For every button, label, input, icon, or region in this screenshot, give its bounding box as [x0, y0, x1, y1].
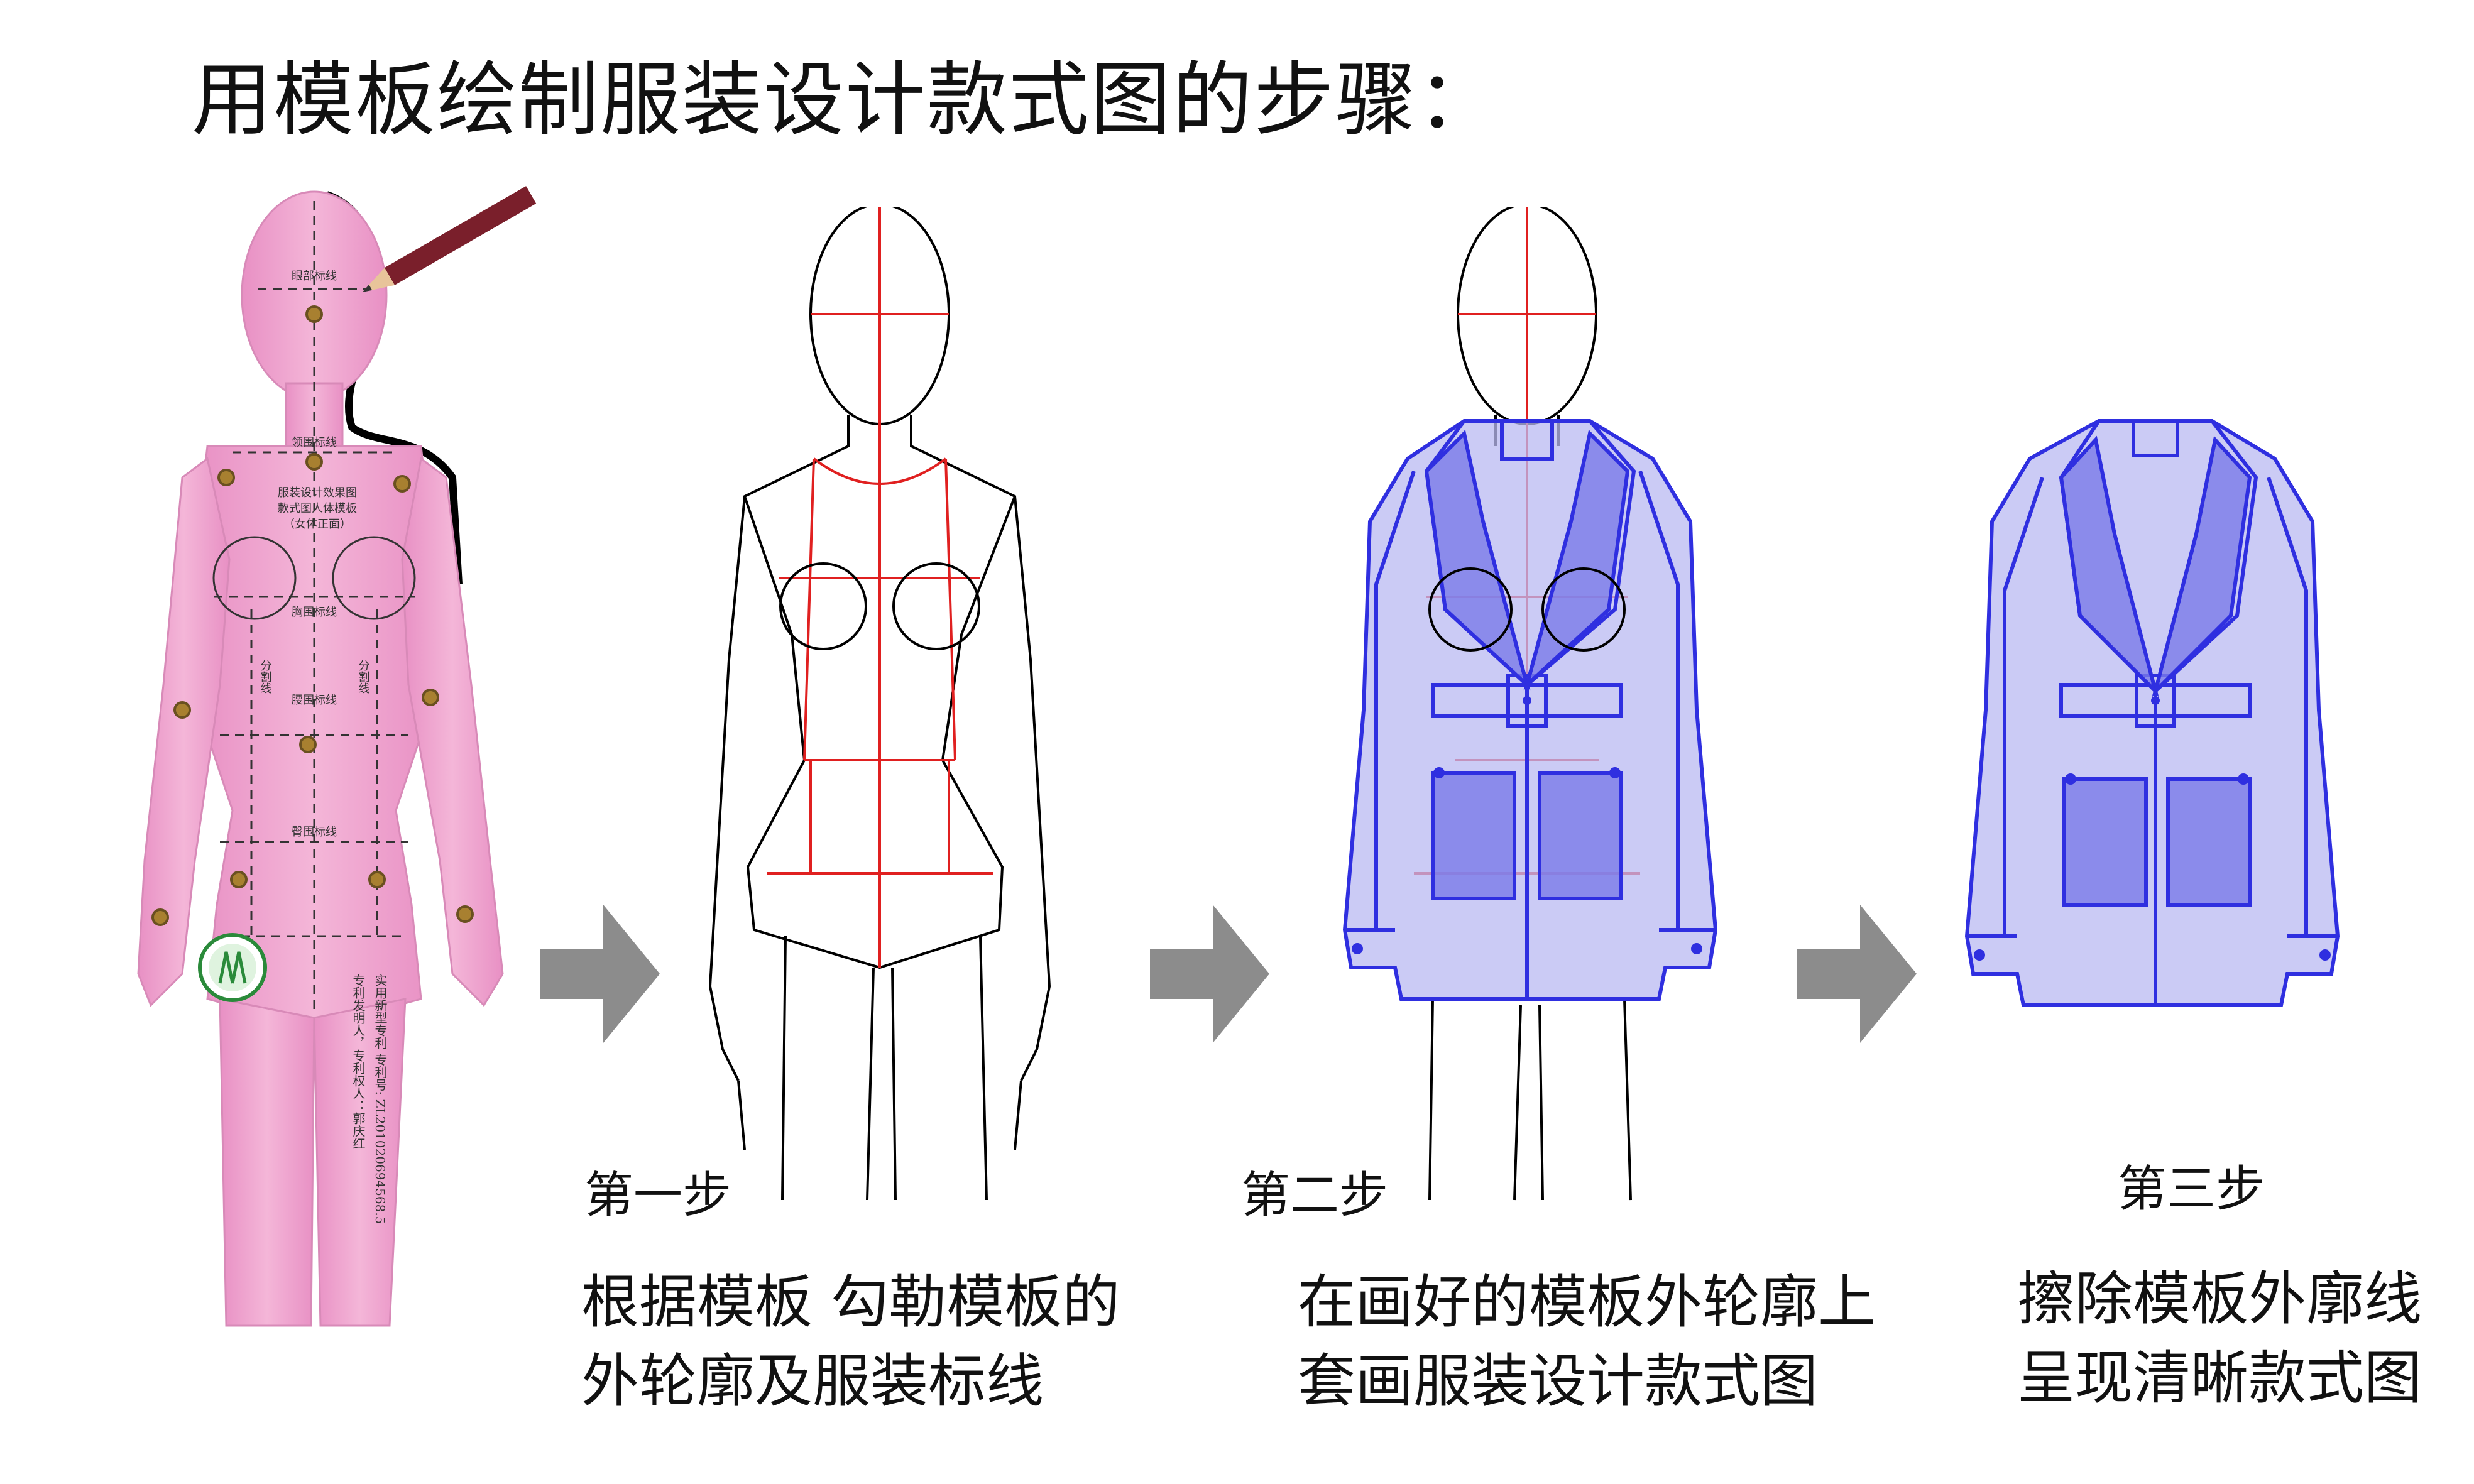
arrow-right-icon	[1150, 905, 1269, 1043]
template-card-illustration: 眼部标线 领围标线 服装设计效果图 款式图人体模板 （女体正面） 胸围标线 腰围…	[137, 186, 537, 1327]
chest-line-label: 胸围标线	[292, 606, 337, 619]
step-three-desc-line2: 呈现清晰款式图	[2017, 1345, 2422, 1412]
arrow-right-icon	[540, 905, 660, 1043]
step-one-desc-line1: 根据模板 勾勒模板的	[581, 1268, 1120, 1336]
waist-line-label: 腰围标线	[292, 694, 337, 707]
card-name-3: （女体正面）	[283, 518, 351, 531]
step-one-description: 根据模板 勾勒模板的 外轮廓及服装标线	[581, 1263, 1120, 1421]
page-title: 用模板绘制服装设计款式图的步骤：	[192, 53, 1499, 147]
neck-line-label: 领围标线	[292, 436, 337, 449]
step-three-desc-line1: 擦除模板外廓线	[2017, 1265, 2422, 1333]
step-three-flat-sketch	[1964, 419, 2340, 1007]
step-two-label: 第二步	[1241, 1167, 1389, 1224]
arrow-right-icon	[1797, 905, 1917, 1043]
hip-line-label: 臀围标线	[292, 826, 337, 839]
step-three-label: 第三步	[2118, 1161, 2265, 1218]
step-two-overlay	[1342, 207, 1718, 1201]
step-one-label: 第一步	[584, 1167, 732, 1224]
grommets	[151, 305, 474, 926]
card-name-2: 款式图人体模板	[278, 502, 357, 515]
pencil-icon	[362, 186, 537, 292]
step-two-desc-line1: 在画好的模板外轮廓上	[1298, 1268, 1876, 1336]
step-three-description: 擦除模板外廓线 呈现清晰款式图	[2017, 1260, 2422, 1418]
eye-line-label: 眼部标线	[292, 270, 337, 283]
template-body	[137, 190, 504, 1327]
split-line-label-right: 分割线	[357, 660, 370, 694]
card-name-1: 服装设计效果图	[278, 486, 357, 499]
step-two-description: 在画好的模板外轮廓上 套画服装设计款式图	[1298, 1263, 1876, 1421]
step-one-desc-line2: 外轮廓及服装标线	[581, 1348, 1044, 1415]
patent-text-2: 专利发明人，专利权人：郭庆红	[351, 974, 366, 1150]
step-two-desc-line2: 套画服装设计款式图	[1298, 1348, 1819, 1415]
split-line-label-left: 分割线	[259, 660, 272, 694]
step-one-croquis	[708, 207, 1051, 1201]
patent-text-1: 实用新型专利 专利号: ZL201020694568.5	[373, 974, 388, 1225]
